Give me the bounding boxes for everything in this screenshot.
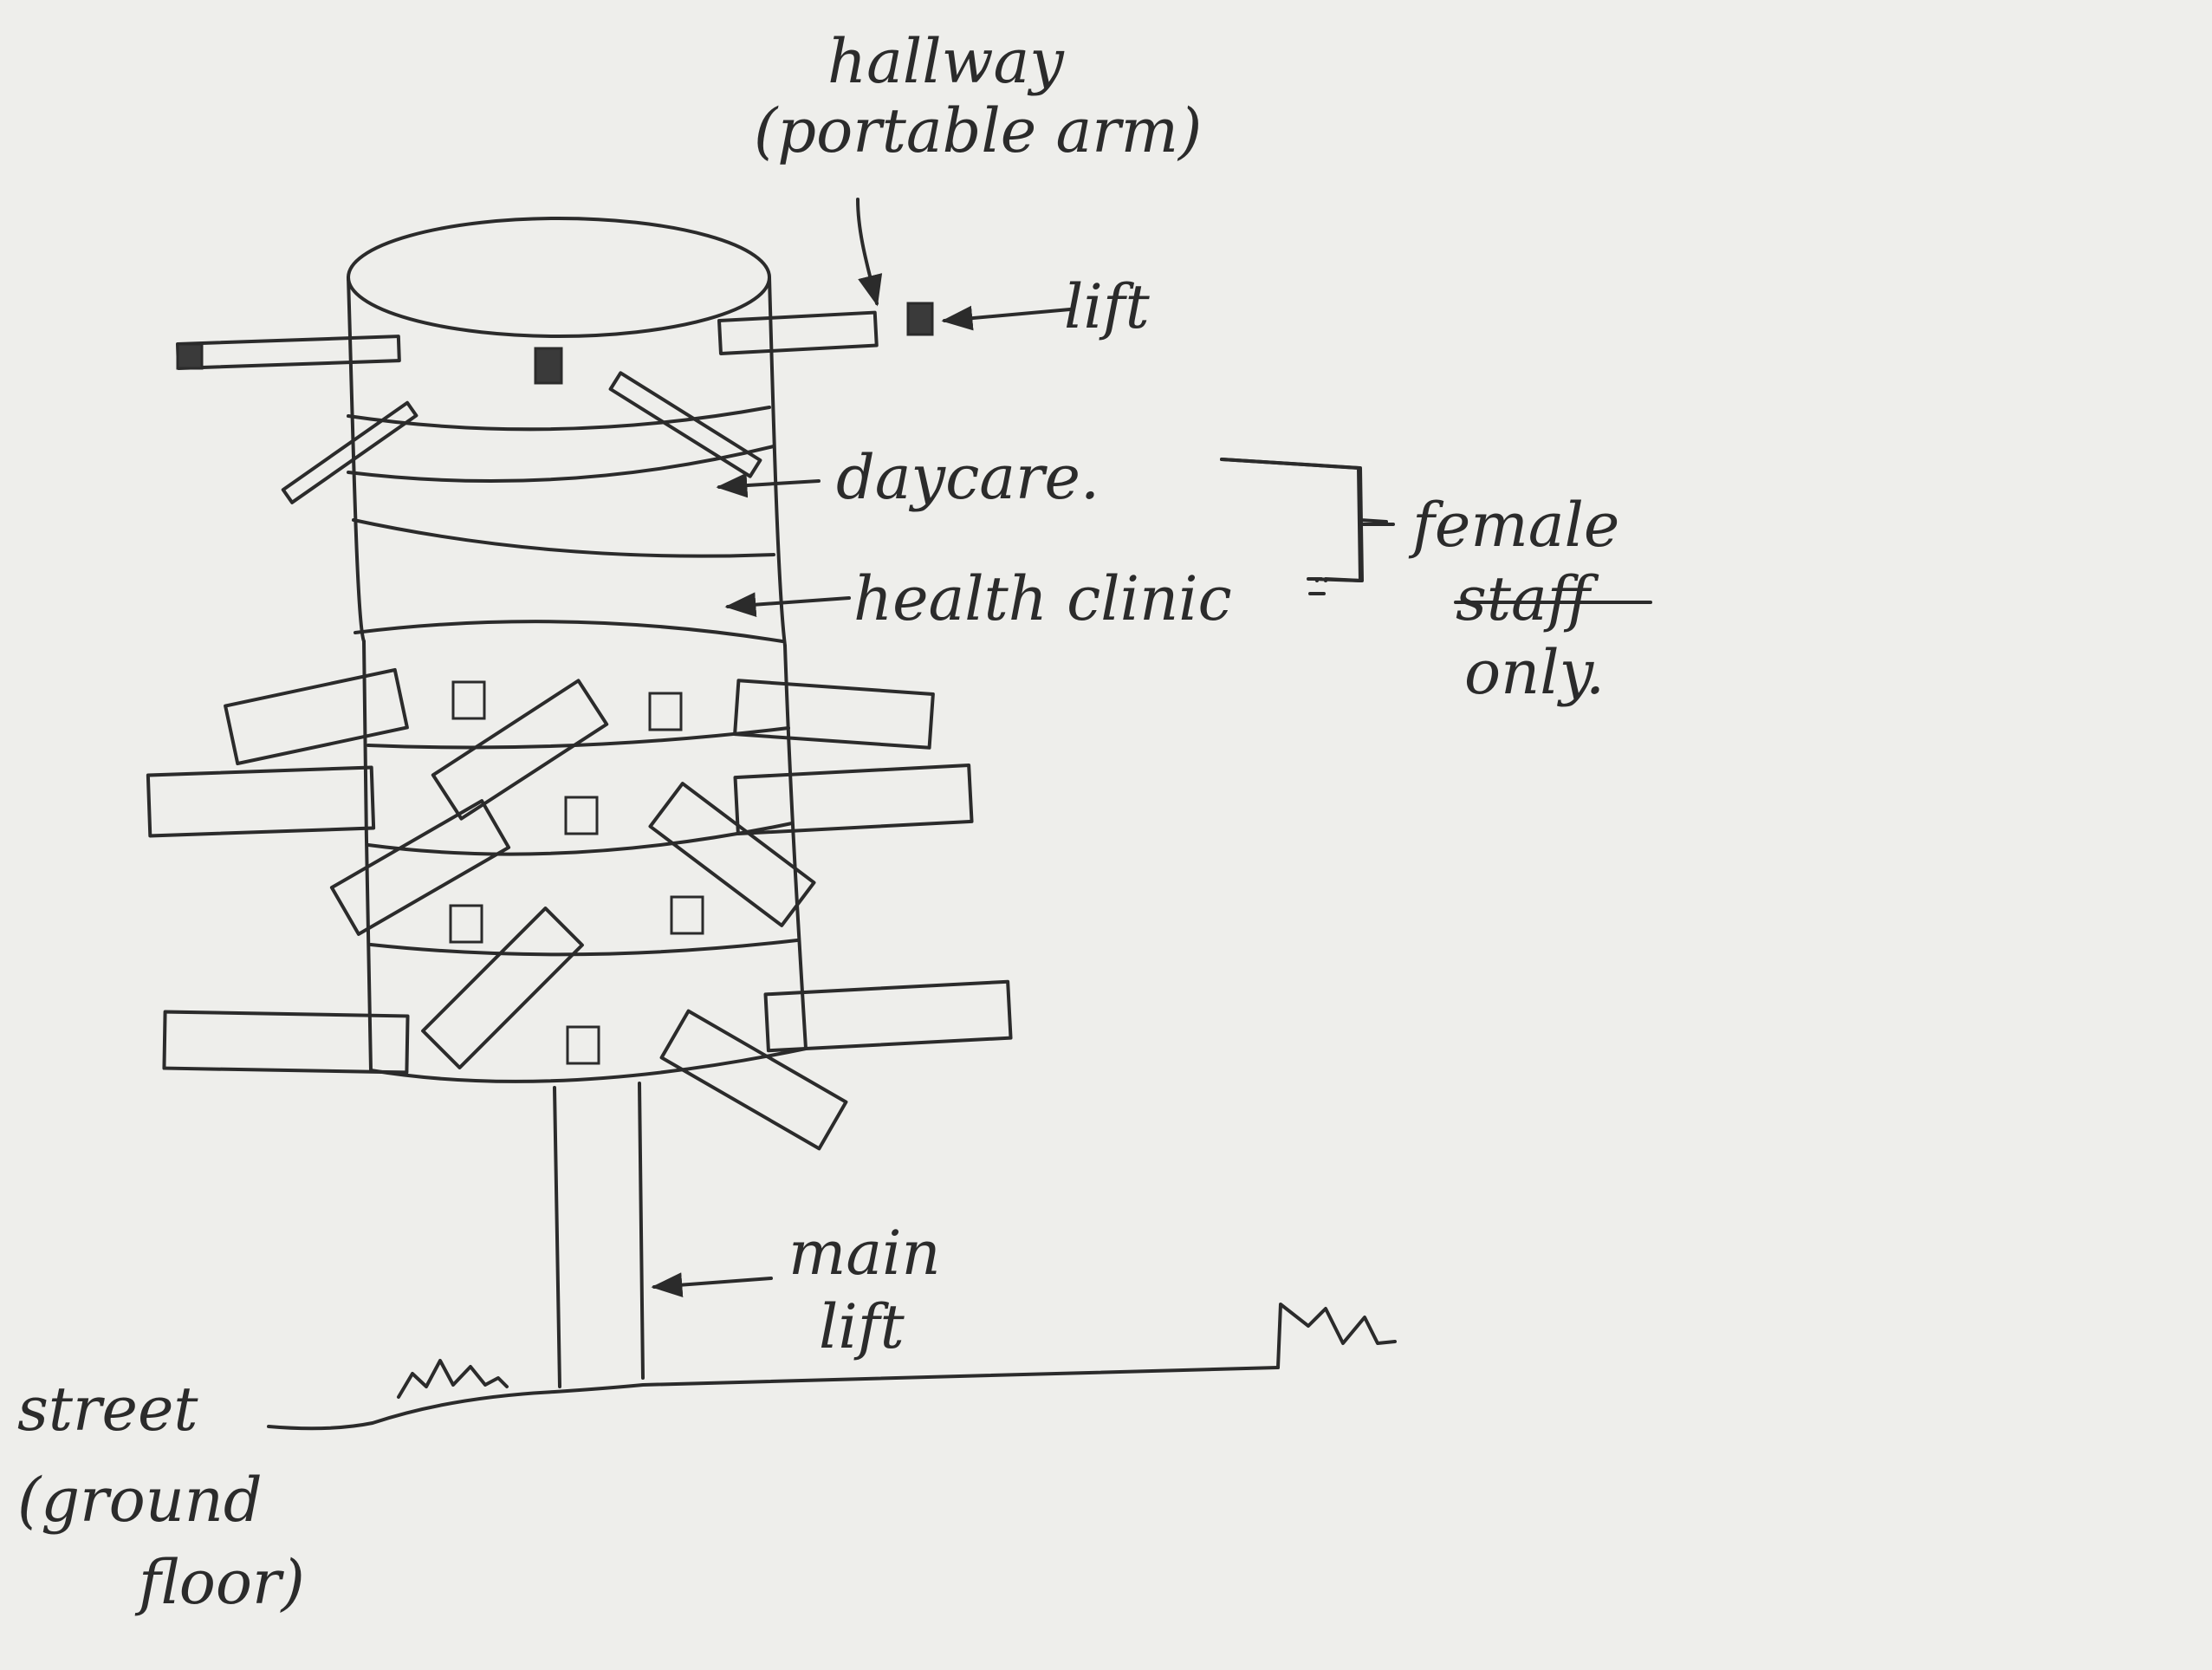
tower-right-lower-wall — [785, 646, 806, 1049]
main-label: main — [788, 1218, 941, 1289]
health-clinic-arrow — [728, 598, 849, 607]
daycare-label: daycare. — [836, 442, 1100, 513]
hallway-label: hallway — [827, 26, 1065, 97]
street-line — [269, 1368, 1278, 1428]
balcony — [736, 765, 972, 834]
portable-arm-end — [178, 344, 202, 368]
annotation-arrows — [654, 199, 1324, 1287]
lift-shaft-left — [555, 1088, 560, 1387]
ground-label: (ground — [17, 1465, 263, 1536]
portable-arm-hallway — [719, 313, 877, 354]
tower-roof — [348, 218, 769, 336]
window — [451, 906, 482, 942]
window — [453, 682, 484, 718]
window — [671, 897, 703, 933]
window — [568, 1027, 599, 1063]
main-lift-arrow — [654, 1278, 771, 1287]
grass-tuft — [399, 1361, 507, 1397]
floor-band — [354, 520, 774, 556]
window — [650, 693, 681, 730]
balcony — [148, 768, 373, 836]
top-floor-door — [535, 348, 561, 383]
only-label: only. — [1464, 637, 1605, 708]
balcony — [225, 670, 407, 764]
balcony — [650, 783, 814, 926]
lift-shaft-right — [639, 1083, 643, 1378]
floor-band — [371, 940, 797, 954]
lift-arrow — [944, 309, 1070, 321]
grass-tuft — [1278, 1304, 1395, 1368]
portable-arm — [178, 336, 399, 368]
floor-label: floor) — [134, 1547, 305, 1618]
daycare-arrow — [719, 481, 819, 487]
health-clinic-label: health clinic — [853, 563, 1232, 634]
portable-arm-label: (portable arm) — [754, 95, 1202, 166]
balcony — [423, 908, 582, 1068]
tower-right-upper-wall — [769, 277, 785, 646]
residential-balconies — [148, 670, 1011, 1148]
main-lift-shaft — [555, 1083, 643, 1387]
female-label: female — [1408, 490, 1619, 561]
hallway-arrow — [858, 199, 877, 303]
main-lift-label: lift — [819, 1291, 905, 1362]
floor-band — [355, 621, 782, 641]
lift-label: lift — [1064, 271, 1151, 342]
balcony — [662, 1011, 847, 1149]
staff-label: staff — [1456, 563, 1599, 634]
window — [566, 797, 597, 834]
lift-box — [908, 303, 932, 335]
street-label: street — [17, 1374, 198, 1445]
bracket-line — [1222, 459, 1360, 581]
tower-left-lower-wall — [364, 641, 371, 1070]
top-floor-details — [178, 303, 932, 503]
tower-base — [371, 1049, 806, 1082]
balcony — [735, 680, 933, 748]
